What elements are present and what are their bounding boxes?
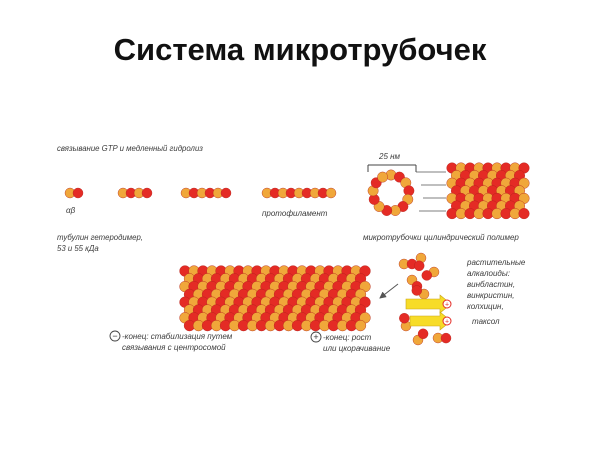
taxol-label: таксол — [472, 317, 500, 326]
alkaloids-label-line4: винкристин, — [467, 291, 514, 300]
tetramer — [117, 187, 153, 199]
svg-text:+: + — [445, 302, 449, 309]
free-tubulin-beta — [421, 270, 432, 281]
guide-lines — [416, 171, 446, 212]
diameter-bracket — [367, 164, 417, 172]
alkaloids-label-line1: растительные — [466, 258, 526, 267]
microtubule-long — [179, 265, 371, 332]
svg-text:+: + — [445, 319, 449, 326]
free-dimers — [398, 252, 452, 346]
plus-end-symbol: + — [310, 331, 322, 343]
free-tubulin-beta — [440, 332, 452, 344]
heterodimer-label-line1: тубулин гетеродимер, — [57, 233, 143, 242]
depolymerization-arrow — [379, 283, 399, 299]
heterodimer-label-line2: 53 и 55 кДа — [57, 244, 99, 253]
gtp-binding-label: связывание GTP и медленный гидролиз — [57, 144, 203, 153]
free-tubulin-beta — [411, 285, 422, 296]
tubulin-subunit — [72, 187, 84, 199]
svg-text:−: − — [112, 331, 117, 341]
alkaloids-label-line2: алкалоиды: — [467, 269, 510, 278]
microtubule-cross-section — [367, 169, 415, 216]
alkaloids-label-line5: колхицин, — [467, 302, 504, 311]
alkaloid-arrow: + — [405, 294, 452, 314]
free-tubulin-beta — [417, 328, 429, 339]
microtubule-segment-small — [446, 162, 530, 220]
plus-end-label-line1: -конец: рост — [323, 333, 372, 342]
tubulin-subunit — [377, 171, 388, 183]
free-tubulin-beta — [399, 313, 410, 324]
tubulin-dimer — [64, 187, 84, 199]
alkaloids-label-line3: винбластин, — [467, 280, 515, 289]
polymer-label: микротрубочки цилиндрический полимер — [363, 233, 519, 242]
svg-text:+: + — [313, 332, 318, 342]
diameter-label: 25 нм — [378, 152, 401, 161]
oligomer — [180, 187, 232, 199]
protofilament-chain — [261, 187, 337, 199]
tubulin-subunit — [518, 208, 530, 220]
tubulin-subunit — [220, 187, 232, 199]
tubulin-subunit — [354, 320, 367, 332]
alpha-beta-label: αβ — [66, 206, 76, 215]
slide-title: Система микротрубочек — [113, 32, 487, 67]
protofilament-label: протофиламент — [262, 209, 328, 218]
minus-end-label-line1: -конец: стабилизация путем — [122, 332, 233, 341]
free-tubulin-beta — [414, 260, 425, 271]
taxol-arrow: + — [409, 311, 452, 331]
plus-end-label-line2: или цкорачивание — [323, 344, 391, 353]
tubulin-subunit — [141, 187, 153, 199]
minus-end-label-line2: связывания с центросомой — [122, 343, 226, 352]
minus-end-symbol: − — [109, 330, 121, 342]
tubulin-subunit — [325, 187, 337, 199]
